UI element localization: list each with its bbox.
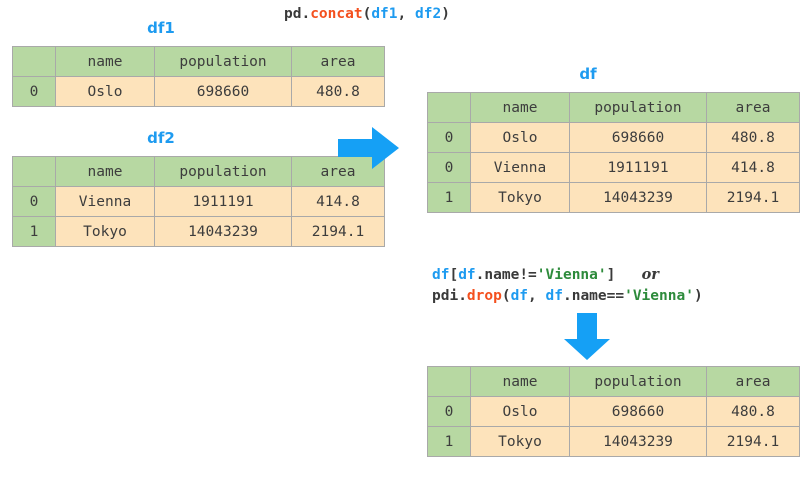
table-row: 1 Tokyo 14043239 2194.1 xyxy=(12,216,385,247)
filter-code-line-2: pdi.drop(df, df.name=='Vienna') xyxy=(432,286,703,307)
cell-area: 2194.1 xyxy=(291,216,385,247)
filter-code-line-1: df[df.name!='Vienna'] or xyxy=(432,264,703,286)
cell-population: 14043239 xyxy=(569,426,707,457)
table-row: 0 Vienna 1911191 414.8 xyxy=(427,152,800,183)
table-row: 1 Tokyo 14043239 2194.1 xyxy=(427,182,800,213)
code-token-df: df xyxy=(432,267,450,283)
code-token-comma-2: , xyxy=(528,288,546,304)
table-df1: name population area 0 Oslo 698660 480.8 xyxy=(12,46,385,107)
table-header-row: name population area xyxy=(427,366,800,397)
table-df: name population area 0 Oslo 698660 480.8… xyxy=(427,92,800,213)
cell-name: Tokyo xyxy=(55,216,155,247)
code-token-dot-name-2: .name== xyxy=(562,288,625,304)
code-token-dot-name: .name!= xyxy=(475,267,537,283)
table-row: 0 Oslo 698660 480.8 xyxy=(427,396,800,427)
row-index: 1 xyxy=(427,426,471,457)
header-cell-area: area xyxy=(706,366,800,397)
code-token-df2: df2 xyxy=(415,6,442,22)
cell-name: Oslo xyxy=(470,396,570,427)
table-df2: name population area 0 Vienna 1911191 41… xyxy=(12,156,385,247)
table-row: 1 Tokyo 14043239 2194.1 xyxy=(427,426,800,457)
cell-area: 2194.1 xyxy=(706,182,800,213)
cell-name: Tokyo xyxy=(470,182,570,213)
code-token-vienna-string: 'Vienna' xyxy=(536,267,607,283)
table-df-filtered: name population area 0 Oslo 698660 480.8… xyxy=(427,366,800,457)
row-index: 0 xyxy=(427,122,471,153)
code-token-concat: concat xyxy=(310,6,363,22)
cell-population: 698660 xyxy=(569,396,707,427)
row-index: 0 xyxy=(12,186,56,217)
header-cell-name: name xyxy=(55,156,155,187)
code-token-df-4: df xyxy=(545,288,563,304)
arrow-right-icon xyxy=(338,126,400,174)
cell-population: 14043239 xyxy=(569,182,707,213)
code-token-paren-open: ( xyxy=(501,288,511,304)
cell-name: Oslo xyxy=(470,122,570,153)
header-cell-population: population xyxy=(569,92,707,123)
header-cell-area: area xyxy=(291,46,385,77)
row-index: 1 xyxy=(12,216,56,247)
header-cell-name: name xyxy=(470,366,570,397)
code-token-pdi: pdi. xyxy=(432,288,467,304)
code-token-pd: pd. xyxy=(284,6,311,22)
code-token-space xyxy=(615,267,641,283)
cell-area: 480.8 xyxy=(706,122,800,153)
code-token-df1: df1 xyxy=(371,6,398,22)
table-row: 0 Oslo 698660 480.8 xyxy=(12,76,385,107)
arrow-down-icon xyxy=(563,313,611,365)
cell-population: 1911191 xyxy=(569,152,707,183)
cell-population: 698660 xyxy=(569,122,707,153)
code-token-vienna-string-2: 'Vienna' xyxy=(624,288,694,304)
cell-name: Vienna xyxy=(55,186,155,217)
code-token-or: or xyxy=(641,266,659,283)
cell-population: 698660 xyxy=(154,76,292,107)
table-row: 0 Oslo 698660 480.8 xyxy=(427,122,800,153)
code-token-bracket-open: [ xyxy=(449,267,459,283)
header-cell-index xyxy=(12,156,56,187)
cell-name: Tokyo xyxy=(470,426,570,457)
cell-area: 480.8 xyxy=(291,76,385,107)
row-index: 0 xyxy=(427,396,471,427)
header-cell-index xyxy=(12,46,56,77)
cell-population: 14043239 xyxy=(154,216,292,247)
table-header-row: name population area xyxy=(427,92,800,123)
cell-area: 414.8 xyxy=(291,186,385,217)
code-token-bracket-close: ] xyxy=(606,267,616,283)
row-index: 0 xyxy=(12,76,56,107)
cell-population: 1911191 xyxy=(154,186,292,217)
code-token-close-paren: ) xyxy=(441,6,450,22)
cell-area: 414.8 xyxy=(706,152,800,183)
cell-area: 480.8 xyxy=(706,396,800,427)
header-cell-population: population xyxy=(154,156,292,187)
header-cell-population: population xyxy=(569,366,707,397)
header-cell-population: population xyxy=(154,46,292,77)
header-cell-area: area xyxy=(706,92,800,123)
cell-name: Vienna xyxy=(470,152,570,183)
code-token-drop: drop xyxy=(466,288,502,304)
code-token-paren-close: ) xyxy=(693,288,703,304)
code-token-df-3: df xyxy=(510,288,529,304)
row-index: 0 xyxy=(427,152,471,183)
table-header-row: name population area xyxy=(12,46,385,77)
table-label-df1: df1 xyxy=(147,19,175,37)
table-label-df: df xyxy=(579,65,597,83)
cell-area: 2194.1 xyxy=(706,426,800,457)
header-cell-name: name xyxy=(470,92,570,123)
code-token-open-paren: ( xyxy=(362,6,372,22)
row-index: 1 xyxy=(427,182,471,213)
header-cell-name: name xyxy=(55,46,155,77)
table-label-df2: df2 xyxy=(147,129,175,147)
header-cell-index xyxy=(427,366,471,397)
table-header-row: name population area xyxy=(12,156,385,187)
code-token-comma: , xyxy=(397,6,415,22)
header-cell-index xyxy=(427,92,471,123)
concat-code-snippet: pd.concat(df1, df2) xyxy=(284,4,450,25)
table-row: 0 Vienna 1911191 414.8 xyxy=(12,186,385,217)
header-cell-area: area xyxy=(291,156,385,187)
cell-name: Oslo xyxy=(55,76,155,107)
code-token-df-2: df xyxy=(458,267,476,283)
